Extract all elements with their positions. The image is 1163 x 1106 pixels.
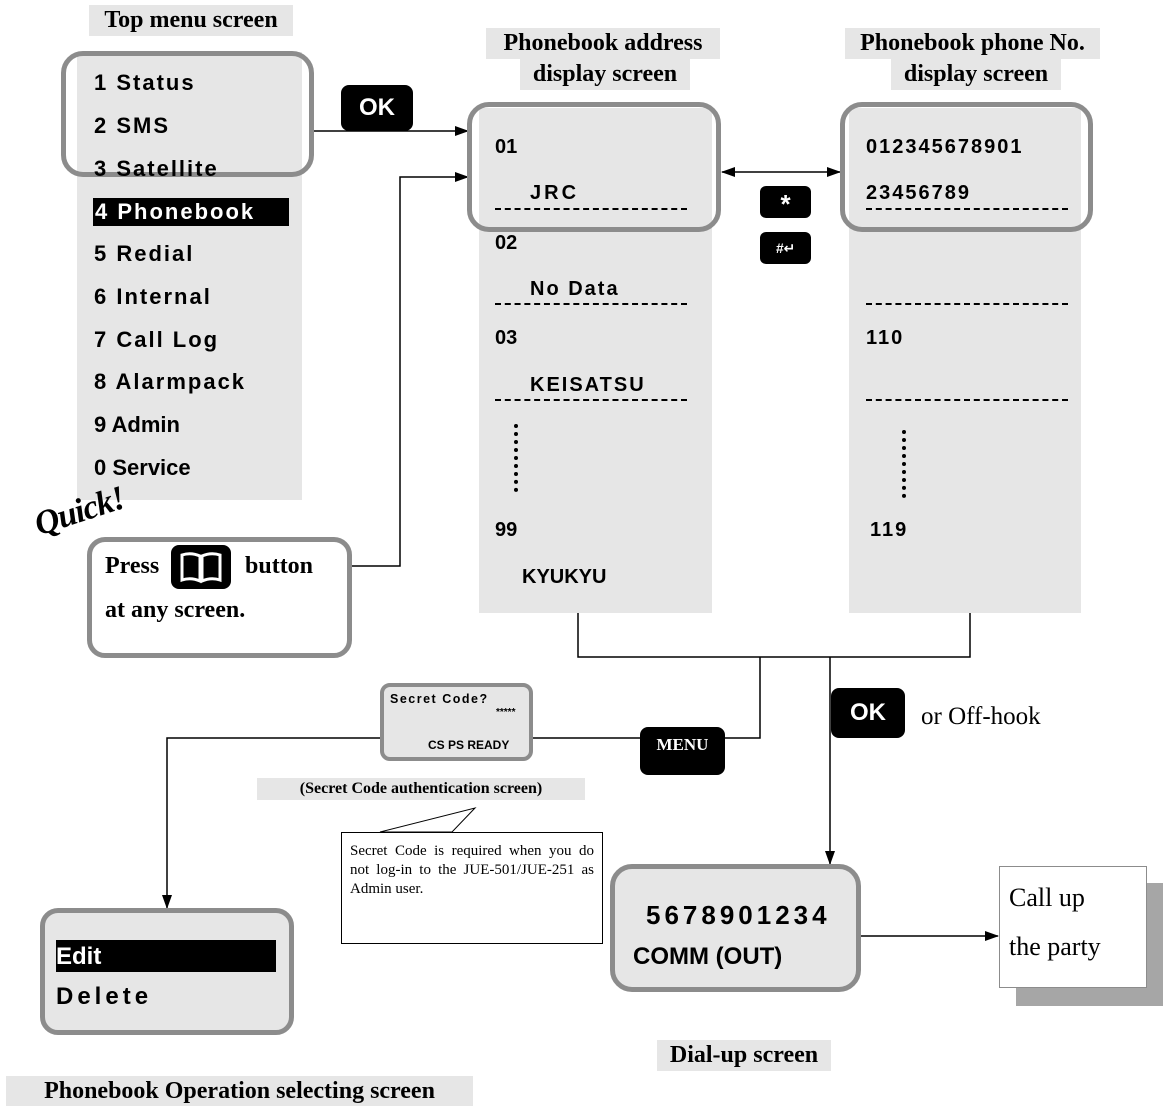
top-menu-bezel [61,51,314,177]
dialup-status: COMM (OUT) [633,943,783,970]
dialup-caption: Dial-up screen [657,1040,831,1071]
address-entry-underline [495,399,687,401]
quick-button-text: button [245,553,314,579]
ok-key[interactable]: OK [341,85,413,131]
menu-item-sms[interactable]: 2 SMS [94,113,171,138]
operation-caption: Phonebook Operation selecting screen [6,1076,473,1106]
phone-number-entry: 110 [866,327,905,349]
address-entry-name[interactable]: No Data [530,278,620,300]
phone-number-entry: 119 [870,519,909,541]
offhook-text: or Off-hook [921,703,1041,730]
phone-entry-underline [866,399,1068,401]
phonebook-button-icon[interactable] [171,545,231,589]
dialup-number: 5678901234 [646,900,831,930]
menu-item-alarmpack[interactable]: 8 Alarmpack [94,369,247,394]
phone-number-line1: 012345678901 [866,136,1024,158]
star-key[interactable]: * [760,186,811,219]
secret-code-note: Secret Code is required when you do not … [341,832,603,944]
address-screen-title-2: display screen [520,59,690,90]
phone-ellipsis [902,430,906,498]
address-entry-name[interactable]: KEISATSU [530,374,646,396]
quick-line2-text: at any screen. [105,597,246,623]
menu-item-service[interactable]: 0 Service [94,455,191,480]
menu-key[interactable]: MENU [640,727,725,775]
call-up-box [999,866,1147,988]
address-entry-number: 99 [495,519,518,541]
top-menu-panel [77,52,302,500]
address-entry-number: 01 [495,136,518,158]
phone-list-panel [849,108,1081,613]
menu-item-admin[interactable]: 9 Admin [94,412,180,437]
top-menu-title: Top menu screen [89,5,293,36]
menu-item-call-log[interactable]: 7 Call Log [94,327,220,352]
secret-code-caption: (Secret Code authentication screen) [257,778,585,800]
phone-bezel [840,102,1093,232]
address-screen-title-1: Phonebook address [486,28,720,59]
address-bezel [467,102,721,232]
secret-code-screen [380,683,533,761]
secret-code-prompt: Secret Code? [390,692,489,706]
dialup-screen [610,864,861,992]
phone-screen-title-2: display screen [891,59,1061,90]
phone-entry-underline [866,303,1068,305]
phone-entry-underline [866,208,1068,210]
phone-screen-title-1: Phonebook phone No. [845,28,1100,59]
call-up-line2: the party [1009,932,1101,961]
secret-code-mask: ***** [496,707,516,718]
hash-key[interactable]: #↵ [760,232,811,264]
operation-edit[interactable]: Edit [56,940,276,972]
address-entry-name[interactable]: KYUKYU [522,566,607,588]
address-entry-number: 02 [495,232,518,254]
address-entry-name[interactable]: JRC [530,182,580,204]
operation-delete[interactable]: Delete [56,983,153,1010]
address-ellipsis [514,424,518,492]
quick-box [87,537,352,658]
quick-press-text: Press [105,553,160,579]
address-entry-underline [495,303,687,305]
address-list-panel [479,108,712,613]
menu-item-redial[interactable]: 5 Redial [94,241,195,266]
ok-offhook-key[interactable]: OK [831,688,905,738]
menu-item-internal[interactable]: 6 Internal [94,284,212,309]
menu-item-satellite[interactable]: 3 Satellite [94,156,219,181]
call-up-line1: Call up [1009,883,1085,912]
menu-item-status[interactable]: 1 Status [94,70,196,95]
address-entry-number: 03 [495,327,518,349]
menu-item-phonebook[interactable]: 4 Phonebook [93,198,289,226]
secret-code-status: CS PS READY [428,738,510,752]
phone-number-line2: 23456789 [866,182,971,204]
address-entry-underline [495,208,687,210]
